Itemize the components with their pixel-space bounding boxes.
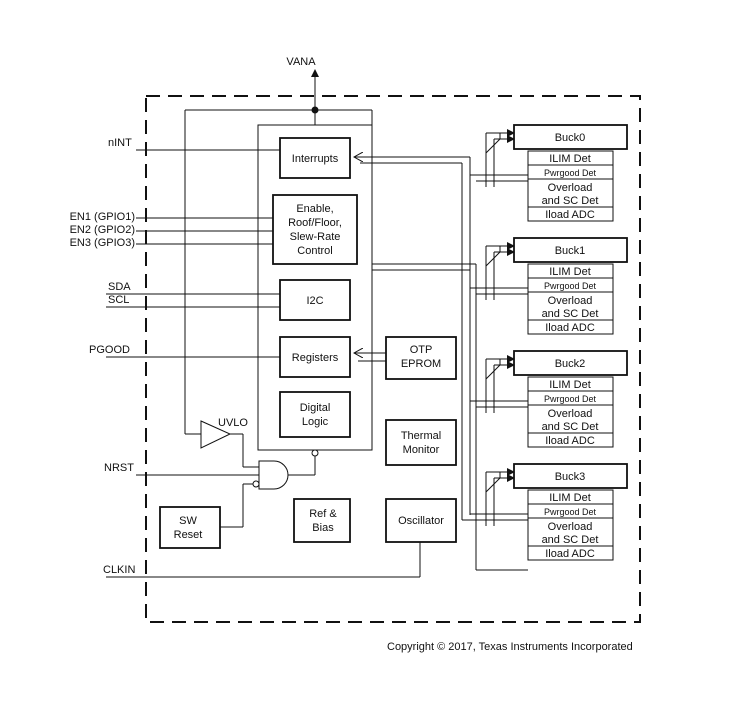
registers-label: Registers	[292, 352, 339, 364]
interrupts-label: Interrupts	[292, 153, 339, 165]
thermal-line-1: Thermal	[401, 430, 441, 442]
buck2-ilim-label: ILIM Det	[549, 379, 591, 391]
en2-label: EN2 (GPIO2)	[70, 224, 135, 236]
ref-bias-line-1: Ref &	[309, 508, 337, 520]
buck2-overload-line-2: and SC Det	[542, 421, 599, 433]
device-boundary	[145, 95, 641, 623]
ref-bias-line-2: Bias	[312, 522, 334, 534]
buck1-name: Buck1	[555, 245, 586, 257]
buck2-name: Buck2	[555, 358, 586, 370]
pgood-label: PGOOD	[89, 344, 130, 356]
buck3-block	[513, 463, 628, 489]
clkin-label: CLKIN	[103, 564, 135, 576]
buck2-overload-det	[527, 404, 614, 434]
ref-bias-block	[293, 498, 351, 543]
sw-reset-line-2: Reset	[174, 529, 203, 541]
buck1-block	[513, 237, 628, 263]
buck3-overload-line-2: and SC Det	[542, 534, 599, 546]
buck2-iload-adc	[527, 432, 614, 448]
buck0-iload-label: Iload ADC	[545, 209, 595, 221]
oscillator-label: Oscillator	[398, 515, 444, 527]
i2c-block	[279, 279, 351, 321]
en3-label: EN3 (GPIO3)	[70, 237, 135, 249]
buck0-name: Buck0	[555, 132, 586, 144]
digital-logic-line-2: Logic	[302, 416, 329, 428]
buck1-pwrgood-label: Pwrgood Det	[544, 281, 597, 291]
buck0-overload-line-1: Overload	[548, 182, 593, 194]
buck0-overload-det	[527, 178, 614, 208]
buck1-overload-line-1: Overload	[548, 295, 593, 307]
copyright-notice: Copyright © 2017, Texas Instruments Inco…	[387, 641, 633, 653]
buck2-pwrgood-label: Pwrgood Det	[544, 394, 597, 404]
uvlo-buffer	[200, 420, 232, 449]
otp-eprom-block	[385, 336, 457, 380]
buck0-pwrgood-label: Pwrgood Det	[544, 168, 597, 178]
scl-label: SCL	[108, 294, 129, 306]
buck3-name: Buck3	[555, 471, 586, 483]
uvlo-label: UVLO	[218, 417, 248, 429]
nrst-label: NRST	[104, 462, 134, 474]
and-gate	[258, 460, 289, 490]
registers-block	[279, 336, 351, 378]
en1-label: EN1 (GPIO1)	[70, 211, 135, 223]
buck2-overload-line-1: Overload	[548, 408, 593, 420]
i2c-label: I2C	[306, 295, 323, 307]
buck3-overload-line-1: Overload	[548, 521, 593, 533]
buck3-iload-label: Iload ADC	[545, 548, 595, 560]
buck1-iload-adc	[527, 319, 614, 335]
thermal-monitor-block	[385, 419, 457, 466]
nint-label: nINT	[108, 137, 132, 149]
interrupts-block	[279, 137, 351, 179]
otp-line-2: EPROM	[401, 358, 441, 370]
enable-line-2: Roof/Floor,	[288, 217, 342, 229]
vana-label: VANA	[286, 56, 316, 68]
buck0-ilim-label: ILIM Det	[549, 153, 591, 165]
oscillator-block	[385, 498, 457, 543]
digital-logic-line-1: Digital	[300, 402, 331, 414]
buck3-iload-adc	[527, 545, 614, 561]
buck2-block	[513, 350, 628, 376]
digital-logic-block	[279, 391, 351, 438]
buck0-overload-line-2: and SC Det	[542, 195, 599, 207]
buck3-pwrgood-label: Pwrgood Det	[544, 507, 597, 517]
buck1-ilim-label: ILIM Det	[549, 266, 591, 278]
sda-label: SDA	[108, 281, 131, 293]
buck2-iload-label: Iload ADC	[545, 435, 595, 447]
enable-line-3: Slew-Rate	[290, 231, 341, 243]
otp-line-1: OTP	[410, 344, 433, 356]
sw-reset-line-1: SW	[179, 515, 197, 527]
enable-control-block	[272, 194, 358, 265]
buck1-overload-det	[527, 291, 614, 321]
thermal-line-2: Monitor	[403, 444, 440, 456]
buck1-overload-line-2: and SC Det	[542, 308, 599, 320]
enable-line-4: Control	[297, 245, 332, 257]
buck0-iload-adc	[527, 206, 614, 222]
buck1-iload-label: Iload ADC	[545, 322, 595, 334]
buck3-ilim-label: ILIM Det	[549, 492, 591, 504]
sw-reset-block	[159, 506, 221, 549]
enable-line-1: Enable,	[296, 203, 333, 215]
